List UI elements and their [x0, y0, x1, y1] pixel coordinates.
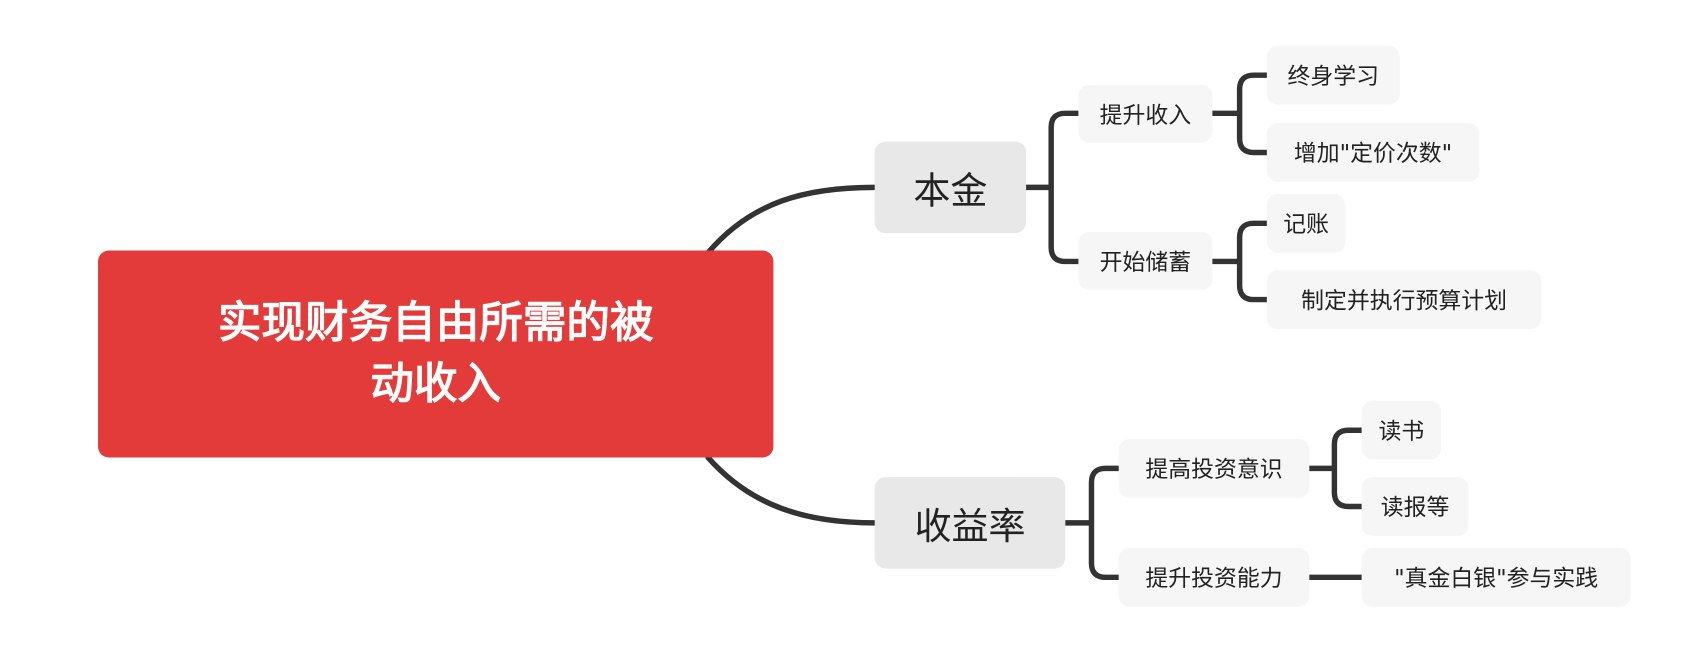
- node-yield[interactable]: 收益率: [874, 477, 1066, 569]
- node-budget-plan[interactable]: 制定并执行预算计划: [1266, 270, 1542, 329]
- node-lifelong-learning[interactable]: 终身学习: [1266, 45, 1400, 105]
- node-start-saving[interactable]: 开始储蓄: [1078, 232, 1213, 290]
- node-bookkeeping[interactable]: 记账: [1266, 193, 1346, 253]
- node-investment-awareness[interactable]: 提高投资意识: [1118, 438, 1310, 498]
- connector-root-yield: [705, 454, 878, 526]
- connector-root-principal: [705, 184, 878, 256]
- node-real-practice[interactable]: "真金白银"参与实践: [1361, 547, 1631, 607]
- node-increase-income[interactable]: 提升收入: [1078, 84, 1213, 143]
- root-title-line2: 动收入: [370, 359, 502, 410]
- node-investment-ability[interactable]: 提升投资能力: [1118, 547, 1310, 607]
- node-principal[interactable]: 本金: [874, 141, 1027, 234]
- node-read-books[interactable]: 读书: [1361, 400, 1442, 460]
- node-read-news[interactable]: 读报等: [1361, 477, 1469, 536]
- connector-income-children: [1209, 72, 1270, 156]
- connector-savings-children: [1209, 220, 1270, 303]
- root-node[interactable]: 实现财务自由所需的被 动收入: [98, 250, 774, 458]
- connector-awareness-children: [1306, 427, 1365, 510]
- connector-principal-children: [1023, 110, 1082, 265]
- root-title-line1: 实现财务自由所需的被: [217, 298, 654, 349]
- connector-yield-children: [1062, 465, 1122, 581]
- node-pricing-count[interactable]: 增加"定价次数": [1266, 123, 1480, 182]
